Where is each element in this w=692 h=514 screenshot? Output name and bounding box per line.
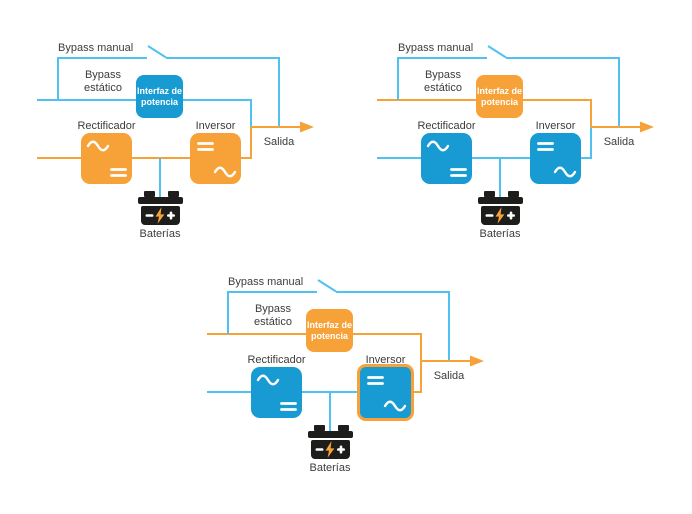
ac-wave-icon [553, 166, 577, 178]
baterias-label: Baterías [139, 228, 181, 240]
inversor-label: Inversor [195, 120, 236, 132]
wiring-layer [207, 279, 484, 434]
dc-bars-icon [367, 376, 384, 385]
static-bypass-wire [37, 99, 252, 127]
dc-bars-icon [280, 402, 297, 411]
lightning-bolt-icon [495, 207, 505, 224]
output-arrow-icon [470, 355, 484, 367]
power-interface-box: Interfaz de potencia [136, 75, 183, 118]
ups-diagram-1: Bypass manual Bypass estático Rectificad… [30, 30, 330, 258]
inversor-label: Inversor [365, 354, 406, 366]
lightning-bolt-icon [325, 441, 335, 458]
bypass-manual-label: Bypass manual [398, 42, 474, 54]
rectificador-label: Rectificador [77, 120, 136, 132]
ac-wave-icon [86, 140, 110, 152]
rectificador-label: Rectificador [247, 354, 306, 366]
bypass-estatico-label: Bypass estático [254, 303, 292, 328]
battery-lid-icon [478, 197, 523, 204]
battery-terminal-icon [168, 191, 179, 197]
battery-terminal-icon [484, 191, 495, 197]
inversor-label: Inversor [535, 120, 576, 132]
bypass-manual-label: Bypass manual [228, 276, 304, 288]
bypass-estatico-label: Bypass estático [84, 69, 122, 94]
battery-terminal-icon [314, 425, 325, 431]
salida-label: Salida [263, 136, 295, 148]
dc-bars-icon [197, 142, 214, 151]
battery-symbols-icon [485, 207, 515, 224]
bypass-manual-wire [397, 57, 620, 127]
battery-terminal-icon [338, 425, 349, 431]
ups-diagram-2: Bypass manual Bypass estático Rectificad… [370, 30, 670, 258]
wiring-layer [377, 45, 654, 200]
battery-symbols-icon [315, 441, 345, 458]
battery-icon [141, 206, 180, 225]
inverter-box [190, 133, 241, 184]
ac-wave-icon [383, 400, 407, 412]
battery-lid-icon [138, 197, 183, 204]
open-switch-icon [147, 45, 167, 59]
ac-wave-icon [426, 140, 450, 152]
dc-bars-icon [110, 168, 127, 177]
power-interface-label: Interfaz de potencia [136, 86, 182, 107]
power-interface-box: Interfaz de potencia [306, 309, 353, 352]
power-interface-box: Interfaz de potencia [476, 75, 523, 118]
open-switch-icon [317, 279, 337, 293]
inverter-box-highlighted [357, 364, 414, 421]
power-interface-label: Interfaz de potencia [476, 86, 522, 107]
ac-wave-icon [256, 374, 280, 386]
ac-wave-icon [213, 166, 237, 178]
bypass-estatico-label: Bypass estático [424, 69, 462, 94]
rectifier-box [251, 367, 302, 418]
battery-terminal-icon [144, 191, 155, 197]
lightning-bolt-icon [155, 207, 165, 224]
baterias-label: Baterías [309, 462, 351, 474]
baterias-label: Baterías [479, 228, 521, 240]
open-switch-icon [487, 45, 507, 59]
ups-diagram-3: Bypass manual Bypass estático Rectificad… [200, 264, 500, 492]
battery-terminal-icon [508, 191, 519, 197]
battery-icon [311, 440, 350, 459]
dc-bars-icon [450, 168, 467, 177]
salida-label: Salida [433, 370, 465, 382]
rectifier-box [81, 133, 132, 184]
output-arrow-icon [300, 121, 314, 133]
battery-icon [481, 206, 520, 225]
bypass-manual-label: Bypass manual [58, 42, 134, 54]
salida-label: Salida [603, 136, 635, 148]
bypass-manual-wire [227, 291, 450, 361]
rectifier-box [421, 133, 472, 184]
battery-symbols-icon [145, 207, 175, 224]
output-arrow-icon [640, 121, 654, 133]
dc-bars-icon [537, 142, 554, 151]
rectificador-label: Rectificador [417, 120, 476, 132]
inverter-box [530, 133, 581, 184]
bypass-manual-wire [57, 57, 280, 127]
power-interface-label: Interfaz de potencia [306, 320, 352, 341]
static-bypass-wire [377, 99, 592, 127]
battery-lid-icon [308, 431, 353, 438]
